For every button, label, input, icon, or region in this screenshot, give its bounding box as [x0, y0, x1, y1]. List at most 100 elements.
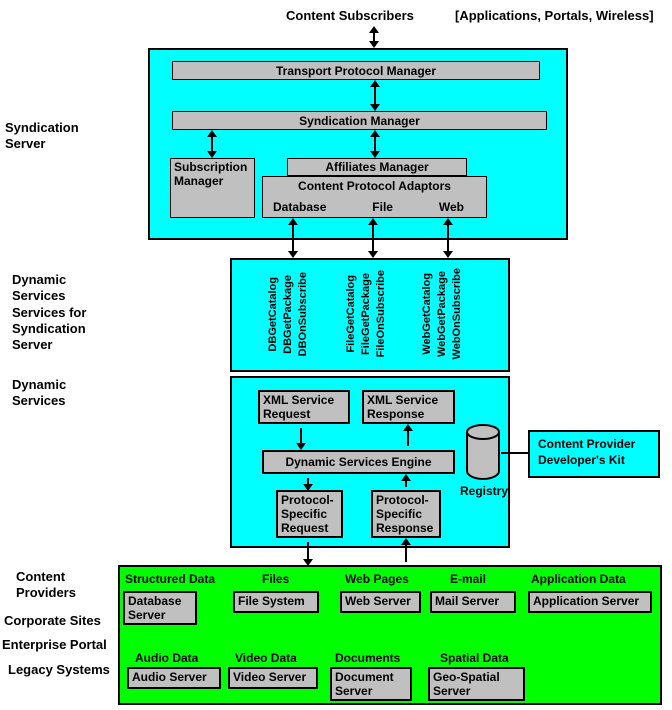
arrow-line	[374, 134, 376, 154]
arrow-head-up	[403, 424, 413, 431]
db-on-subscribe-label: DBOnSubscribe	[296, 271, 309, 357]
protocol-specific-request-box: Protocol- Specific Request	[276, 490, 343, 538]
file-get-catalog-label: FileGetCatalog	[344, 275, 357, 353]
arrow-adaptor-database	[288, 218, 298, 258]
category-email: E-mail	[450, 572, 487, 586]
mail-server-box: Mail Server	[430, 591, 516, 613]
side-label-legacy-systems: Legacy Systems	[8, 662, 110, 677]
file-get-package-label: FileGetPackage	[359, 273, 372, 355]
content-protocol-adaptors-box: Content Protocol Adaptors Database File …	[262, 176, 487, 218]
arrow-line	[407, 428, 409, 446]
category-spatial-data: Spatial Data	[440, 651, 509, 665]
web-get-catalog-label: WebGetCatalog	[420, 273, 433, 355]
arrow-transport-syndication	[370, 80, 380, 111]
arrow-line	[300, 428, 302, 446]
arrow-protocol-response-to-engine	[401, 474, 411, 491]
arrow-head-up	[368, 218, 378, 225]
adaptor-labels-row: Database File Web	[263, 200, 486, 214]
arrow-adaptor-file	[368, 218, 378, 258]
video-server-box: Video Server	[228, 667, 318, 689]
arrow-head-down	[370, 151, 380, 158]
application-server-box: Application Server	[528, 591, 652, 613]
arrow-request-to-providers	[303, 538, 313, 566]
dynamic-services-engine-box: Dynamic Services Engine	[262, 450, 455, 474]
protocol-specific-response-box: Protocol- Specific Response	[371, 490, 441, 538]
arrow-head-down	[303, 484, 313, 491]
side-label-corporate-sites: Corporate Sites	[4, 613, 101, 628]
arrow-head-up	[207, 130, 217, 137]
registry-label: Registry	[459, 484, 509, 498]
arrow-head-down	[296, 443, 306, 450]
side-label-content-providers: Content Providers	[16, 569, 76, 601]
category-files: Files	[262, 572, 290, 586]
registry-cylinder-icon	[466, 424, 500, 480]
arrow-line	[405, 478, 407, 487]
arrow-line	[405, 542, 407, 562]
transport-protocol-manager-box: Transport Protocol Manager	[172, 61, 540, 80]
db-services-group: DBGetCatalog DBGetPackage DBOnSubscribe	[262, 262, 314, 366]
developers-kit-connector-line	[501, 452, 528, 454]
content-providers-box: Structured Data Files Web Pages E-mail A…	[118, 565, 662, 705]
arrow-subscribers-to-syndication	[369, 26, 379, 48]
content-subscribers-label: Content Subscribers	[286, 8, 414, 23]
arrow-providers-to-response	[401, 538, 411, 566]
file-services-group: FileGetCatalog FileGetPackage FileOnSubs…	[340, 262, 392, 366]
dynamic-services-box: XML Service Request XML Service Response…	[230, 376, 510, 548]
developers-kit-box: Content Provider Developer's Kit	[528, 430, 660, 478]
arrow-head-up	[370, 130, 380, 137]
web-server-box: Web Server	[340, 591, 421, 613]
category-documents: Documents	[335, 651, 401, 665]
side-label-syndication-server: Syndication Server	[5, 120, 79, 152]
arrow-line	[307, 478, 309, 487]
arrow-head-down	[370, 104, 380, 111]
arrow-syndication-subscription	[207, 130, 217, 158]
arrow-head-down	[368, 251, 378, 258]
category-structured-data: Structured Data	[125, 572, 216, 586]
arrow-line	[211, 134, 213, 154]
arrow-head-up	[370, 80, 380, 87]
arrow-head-down	[369, 41, 379, 48]
arrow-head-up	[401, 474, 411, 481]
arrow-line	[373, 30, 375, 44]
channels-label: [Applications, Portals, Wireless]	[455, 8, 654, 23]
arrow-engine-to-response	[403, 424, 413, 450]
arrow-head-down	[207, 151, 217, 158]
xml-service-request-box: XML Service Request	[258, 390, 350, 424]
arrow-line	[374, 84, 376, 107]
geo-spatial-server-box: Geo-Spatial Server	[428, 667, 525, 701]
web-on-subscribe-label: WebOnSubscribe	[450, 268, 463, 360]
xml-service-response-box: XML Service Response	[362, 390, 455, 424]
file-system-box: File System	[233, 591, 319, 613]
side-label-dynamic-services: Dynamic Services	[12, 377, 67, 409]
content-protocol-adaptors-title: Content Protocol Adaptors	[298, 179, 451, 193]
arrow-syndication-affiliates	[370, 130, 380, 158]
category-application-data: Application Data	[531, 572, 626, 586]
arrow-line	[447, 222, 449, 254]
arrow-head-down	[443, 251, 453, 258]
file-on-subscribe-label: FileOnSubscribe	[374, 270, 387, 358]
web-get-package-label: WebGetPackage	[435, 270, 448, 357]
document-server-box: Document Server	[330, 667, 412, 701]
subscription-manager-box: Subscription Manager	[170, 158, 255, 218]
database-server-box: Database Server	[123, 591, 197, 625]
arrow-line	[307, 542, 309, 562]
services-for-syndication-box: DBGetCatalog DBGetPackage DBOnSubscribe …	[230, 258, 510, 372]
db-get-package-label: DBGetPackage	[281, 274, 294, 354]
adaptor-database-label: Database	[273, 200, 327, 214]
arrow-adaptor-web	[443, 218, 453, 258]
arrow-head-down	[303, 559, 313, 566]
adaptor-web-label: Web	[438, 200, 464, 214]
syndication-server-box: Transport Protocol Manager Syndication M…	[148, 48, 568, 240]
arrow-head-down	[288, 251, 298, 258]
arrow-head-up	[369, 26, 379, 33]
adaptor-file-label: File	[372, 200, 393, 214]
category-video-data: Video Data	[235, 651, 297, 665]
category-web-pages: Web Pages	[345, 572, 409, 586]
arrow-head-up	[401, 538, 411, 545]
arrow-head-up	[288, 218, 298, 225]
db-get-catalog-label: DBGetCatalog	[266, 276, 279, 352]
arrow-engine-to-protocol-request	[303, 474, 313, 491]
category-audio-data: Audio Data	[135, 651, 199, 665]
side-label-enterprise-portal: Enterprise Portal	[2, 637, 107, 652]
